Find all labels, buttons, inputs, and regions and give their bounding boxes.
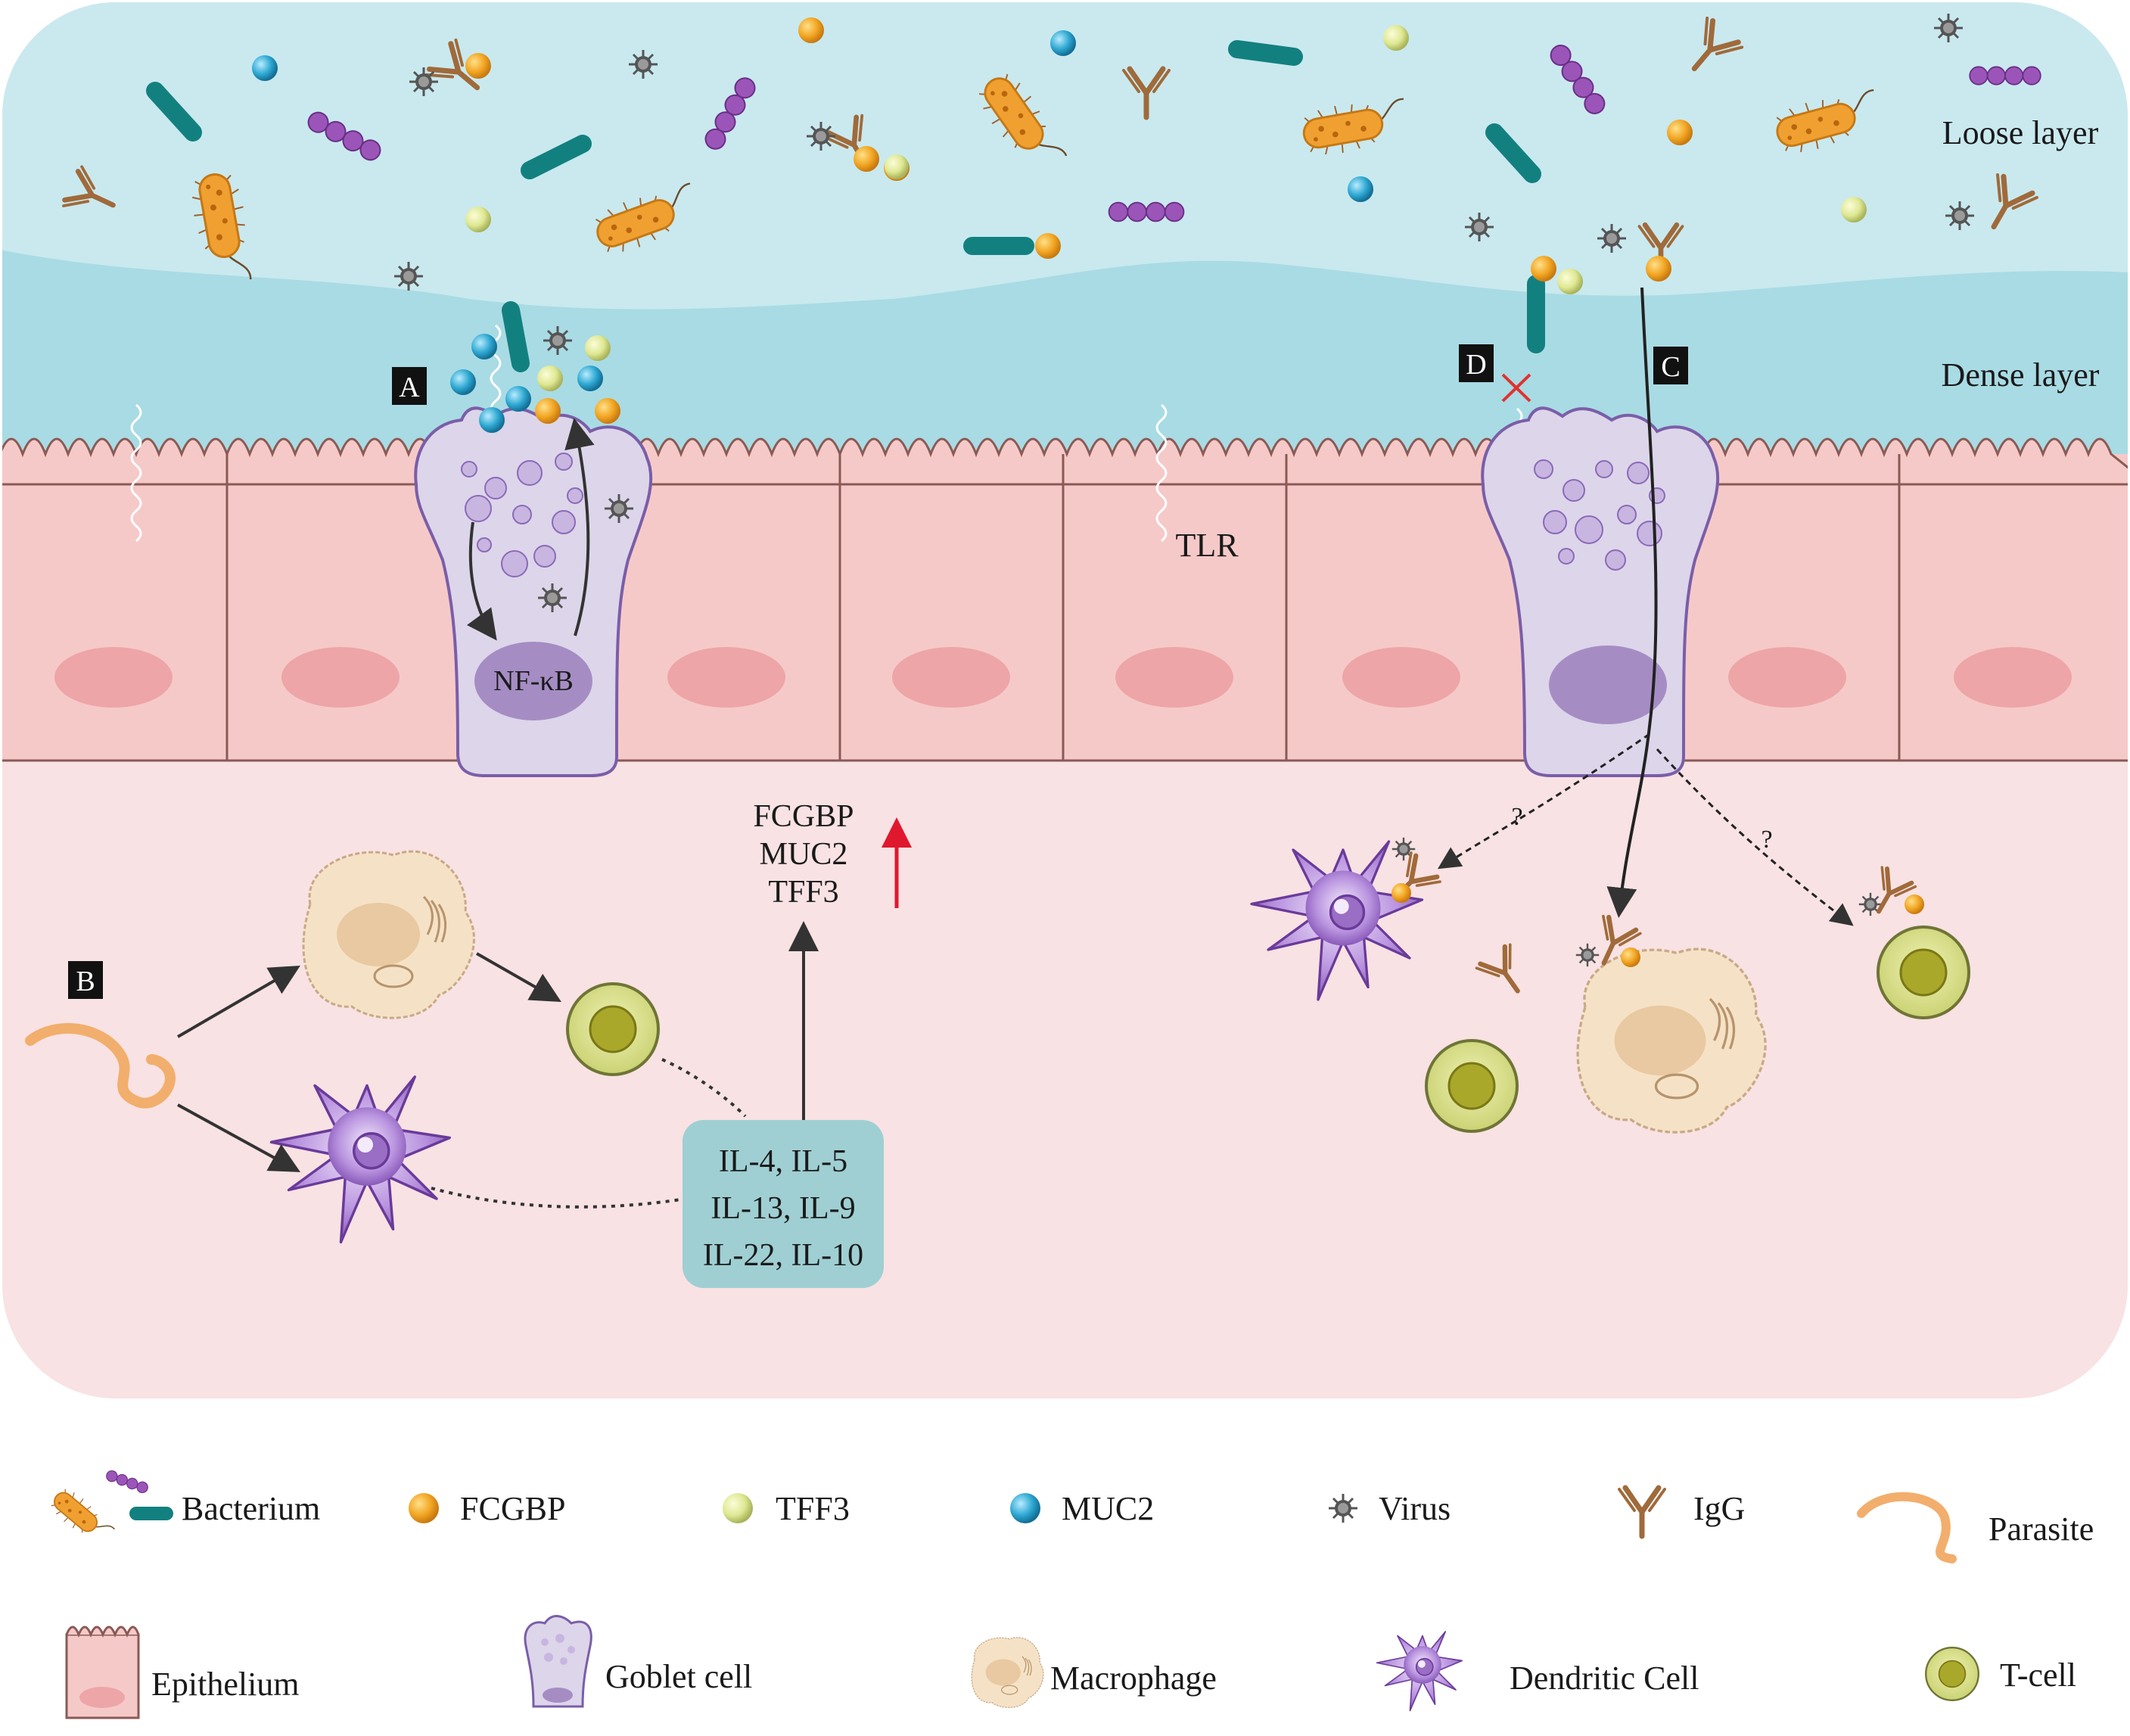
cytokine-line-2: IL-13, IL-9 bbox=[711, 1191, 855, 1226]
legend-item-parasite: Parasite bbox=[1857, 1492, 2094, 1563]
legend-item-goblet-cell: Goblet cell bbox=[524, 1615, 752, 1708]
goblet-cell-a: NF-κB bbox=[414, 406, 653, 777]
svg-text:Virus: Virus bbox=[1379, 1490, 1451, 1527]
legend-item-igg: IgG bbox=[1619, 1488, 1745, 1536]
svg-text:Parasite: Parasite bbox=[1989, 1510, 2094, 1548]
svg-text:C: C bbox=[1661, 351, 1680, 383]
loose-layer-label: Loose layer bbox=[1942, 114, 2099, 151]
svg-text:T-cell: T-cell bbox=[2000, 1657, 2076, 1694]
svg-text:Goblet cell: Goblet cell bbox=[605, 1658, 752, 1695]
legend-item-virus: Virus bbox=[1327, 1490, 1451, 1527]
panel-d-badge: D bbox=[1459, 344, 1494, 382]
cytokine-line-1: IL-4, IL-5 bbox=[719, 1144, 847, 1179]
up-gene-muc2: MUC2 bbox=[760, 837, 848, 872]
luminal-contents bbox=[62, 12, 2041, 614]
svg-text:Epithelium: Epithelium bbox=[151, 1666, 300, 1703]
svg-text:Dendritic Cell: Dendritic Cell bbox=[1510, 1660, 1699, 1697]
svg-text:D: D bbox=[1466, 349, 1486, 381]
epithelium-row bbox=[2, 437, 2128, 762]
transport-arrow-c bbox=[1606, 287, 1658, 918]
parasite-icon bbox=[25, 1022, 176, 1109]
svg-text:Bacterium: Bacterium bbox=[182, 1490, 320, 1527]
question-mark-dc: ? bbox=[1511, 803, 1522, 831]
panel-a-badge: A bbox=[392, 367, 427, 405]
svg-text:MUC2: MUC2 bbox=[1062, 1490, 1154, 1527]
goblet-cell-c bbox=[1481, 406, 1720, 777]
up-gene-tff3: TFF3 bbox=[768, 875, 838, 910]
parasite-icon bbox=[1857, 1492, 1957, 1563]
nfkb-label: NF-κB bbox=[493, 665, 574, 697]
dashed-arrow-to-dc bbox=[1437, 733, 1650, 870]
svg-text:A: A bbox=[399, 372, 420, 403]
legend-item-epithelium: Epithelium bbox=[65, 1626, 300, 1719]
legend-item-bacterium: Bacterium bbox=[46, 1468, 320, 1551]
question-mark-tcell: ? bbox=[1761, 826, 1772, 854]
svg-text:IgG: IgG bbox=[1693, 1490, 1745, 1527]
legend-item-fcgbp: FCGBP bbox=[409, 1490, 565, 1527]
dashed-arrow-to-tcell bbox=[1656, 748, 1854, 926]
cytokine-box bbox=[683, 1120, 884, 1288]
nfkb-nucleus bbox=[474, 642, 592, 720]
panel-c-badge: C bbox=[1653, 347, 1688, 384]
legend-item-macrophage: Macrophage bbox=[971, 1637, 1217, 1708]
legend-item-dendritic-cell: Dendritic Cell bbox=[1376, 1631, 1699, 1712]
epithelial-nuclei bbox=[54, 647, 2072, 708]
svg-text:FCGBP: FCGBP bbox=[460, 1490, 565, 1527]
tissue-region: NF-κB bbox=[2, 2, 2128, 1398]
cytokine-line-3: IL-22, IL-10 bbox=[703, 1238, 863, 1273]
svg-text:TFF3: TFF3 bbox=[776, 1490, 850, 1527]
blocked-x-mark bbox=[1501, 373, 1531, 403]
parasite-cascade: IL-4, IL-5 IL-13, IL-9 IL-22, IL-10 FCGB… bbox=[25, 799, 912, 1288]
legend-item-t-cell: T-cell bbox=[1925, 1647, 2076, 1701]
tlr-label: TLR bbox=[1175, 527, 1239, 564]
legend-item-muc2: MUC2 bbox=[1010, 1490, 1154, 1527]
dense-layer-label: Dense layer bbox=[1942, 356, 2100, 394]
right-immune-cells bbox=[1250, 836, 1970, 1134]
legend-item-tff3: TFF3 bbox=[723, 1490, 850, 1527]
legend: Bacterium FCGBP TFF3 MUC2 Virus IgG Para… bbox=[46, 1468, 2094, 1719]
up-gene-fcgbp: FCGBP bbox=[753, 799, 854, 834]
svg-text:B: B bbox=[76, 966, 95, 997]
panel-b-badge: B bbox=[68, 961, 103, 999]
svg-text:Macrophage: Macrophage bbox=[1050, 1660, 1217, 1697]
